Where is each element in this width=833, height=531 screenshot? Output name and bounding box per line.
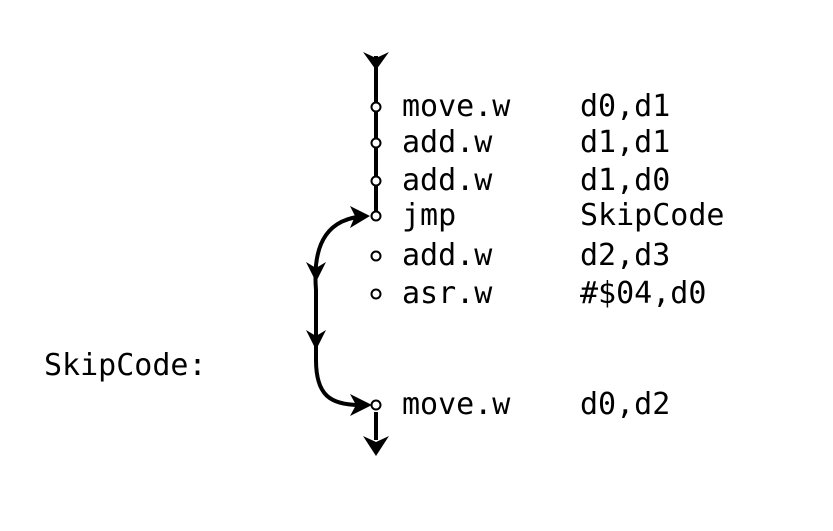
node-add-1 — [370, 137, 382, 149]
node-add-3 — [370, 250, 382, 262]
code-line-1: move.w d0,d1 — [402, 89, 670, 125]
node-target — [370, 399, 382, 411]
opcode: add.w — [402, 125, 493, 160]
operands: #$04,d0 — [580, 276, 707, 311]
skipcode-label: SkipCode: — [44, 348, 207, 383]
operands: d1,d1 — [580, 125, 671, 160]
node-move-1 — [370, 101, 382, 113]
node-asr — [370, 288, 382, 300]
node-add-2 — [370, 175, 382, 187]
opcode: jmp — [402, 198, 457, 233]
opcode: add.w — [402, 238, 493, 273]
operands: SkipCode — [580, 198, 725, 233]
code-line-3: add.w d1,d0 — [402, 163, 670, 199]
operands: d2,d3 — [580, 238, 671, 273]
jump-branch-line — [313, 214, 367, 407]
opcode: add.w — [402, 163, 493, 198]
opcode: move.w — [402, 89, 511, 124]
code-line-2: add.w d1,d1 — [402, 125, 670, 161]
node-jmp — [370, 210, 382, 222]
exit-arrowhead — [363, 436, 389, 456]
jump-mid-arrowhead-1 — [306, 262, 326, 282]
operands: d0,d1 — [580, 89, 671, 124]
operands: d1,d0 — [580, 163, 671, 198]
jump-target-arrowhead — [350, 394, 372, 416]
opcode: move.w — [402, 387, 511, 422]
jump-mid-arrowhead-2 — [306, 330, 326, 350]
jump-start-arrowhead — [350, 206, 370, 228]
operands: d0,d2 — [580, 387, 671, 422]
opcode: asr.w — [402, 276, 493, 311]
code-line-6: asr.w #$04,d0 — [402, 276, 706, 312]
code-line-5: add.w d2,d3 — [402, 238, 670, 274]
code-line-4: jmp SkipCode — [402, 198, 725, 234]
code-line-target: move.w d0,d2 — [402, 387, 670, 423]
